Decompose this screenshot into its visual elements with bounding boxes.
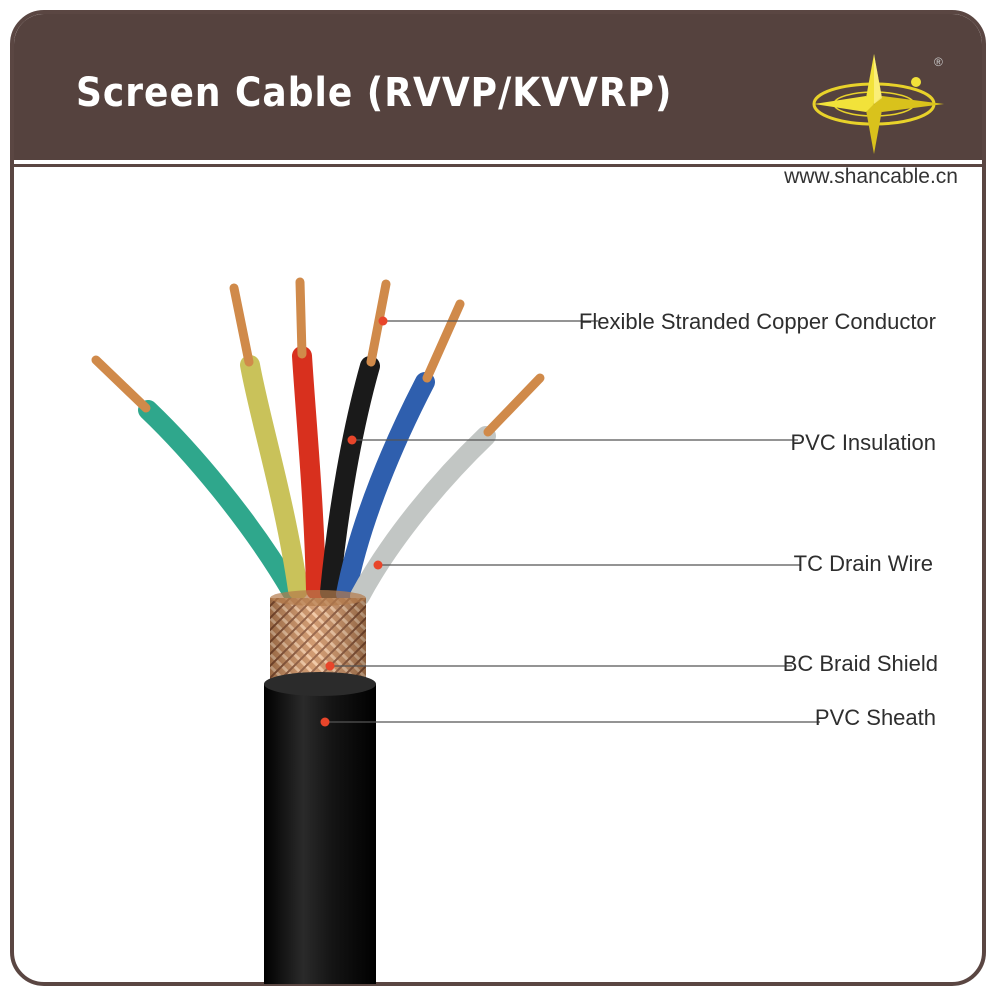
label-insulation: PVC Insulation	[790, 430, 936, 455]
label-braid-shield: BC Braid Shield	[782, 651, 938, 676]
label-drain-wire: TC Drain Wire	[793, 551, 933, 576]
header-divider	[14, 164, 982, 167]
marker-conductor	[378, 316, 388, 326]
header-bar: Screen Cable (RVVP/KVVRP) ®	[14, 14, 982, 160]
wire-green	[91, 355, 302, 602]
marker-drain	[373, 560, 383, 570]
marker-braid	[325, 661, 335, 671]
leader-lines	[325, 320, 820, 723]
wire-red	[292, 277, 326, 600]
braid-shield	[270, 590, 366, 684]
label-conductor: Flexible Stranded Copper Conductor	[578, 309, 936, 334]
label-sheath: PVC Sheath	[814, 705, 936, 730]
marker-sheath	[320, 717, 330, 727]
outer-sheath	[264, 672, 376, 984]
wire-black	[320, 279, 391, 602]
page-title: Screen Cable (RVVP/KVVRP)	[76, 70, 673, 116]
diagram-frame: Screen Cable (RVVP/KVVRP) ®	[10, 10, 986, 986]
wire-blue	[336, 299, 465, 604]
star-compass-logo-icon: ®	[812, 54, 944, 154]
marker-insulation	[347, 435, 357, 445]
wire-grey	[350, 373, 545, 606]
registered-mark: ®	[934, 55, 943, 69]
website-url: www.shancable.cn	[784, 165, 958, 188]
wire-yellow	[229, 283, 308, 600]
callout-markers	[320, 316, 388, 727]
